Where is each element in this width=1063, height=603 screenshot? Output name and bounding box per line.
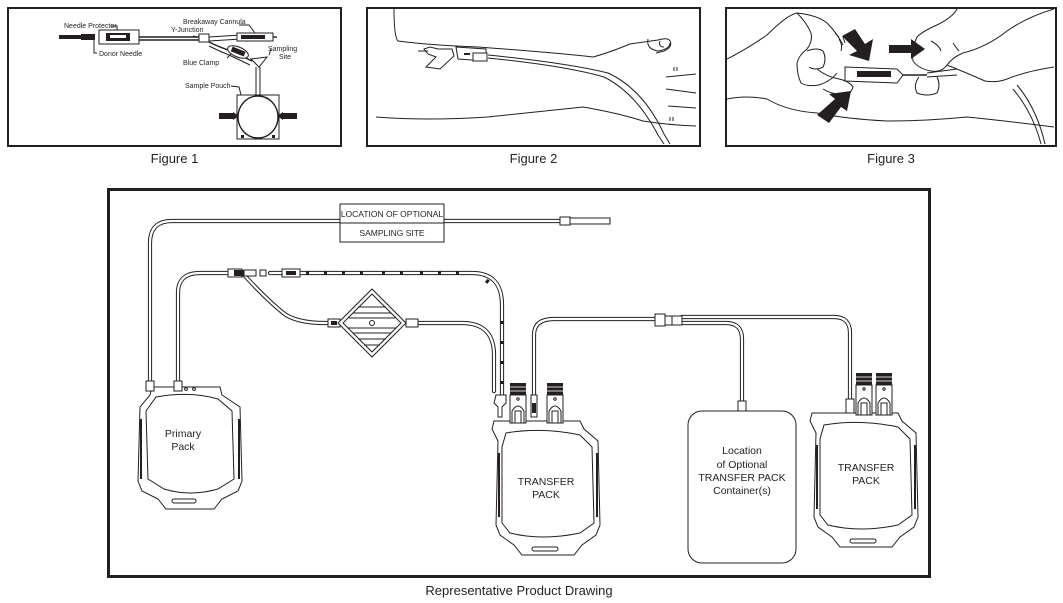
label-sample-pouch: Sample Pouch [185,83,231,90]
label-sampling-site-2: Site [279,54,291,61]
port-clamp-2 [546,383,564,424]
figure-2-frame [366,7,701,147]
sample-pouch [219,94,297,140]
figure-1-caption: Figure 1 [150,151,199,166]
label-donor-needle: Donor Needle [99,51,142,58]
needle-and-tape [423,46,455,70]
figure-3-frame [725,7,1057,147]
tubing [487,54,671,144]
port-clamp-1 [509,383,527,424]
transfer-pack-1-label-2: PACK [532,489,560,501]
optional-transfer-pack-container: Location of Optional TRANSFER PACK Conta… [687,400,797,564]
press-arrow-down-icon [842,29,873,61]
sampling-site-box-line2: SAMPLING SITE [359,228,425,238]
optional-sampling-site-box: LOCATION OF OPTIONAL SAMPLING SITE [339,203,445,243]
label-breakaway-cannula: Breakaway Cannula [183,19,246,26]
transfer-pack-1-label-1: TRANSFER [518,476,575,488]
optional-container-label-4: Container(s) [713,485,771,497]
sampling-site [249,56,269,68]
port-clamp-3 [855,373,873,416]
figure-3-caption: Figure 3 [867,151,915,166]
figure-3-illustration [727,9,1054,144]
label-blue-clamp: Blue Clamp [183,60,219,67]
optional-container-label-2: of Optional [717,459,768,471]
figure-2-illustration [375,9,697,144]
pull-arrow-right-icon [889,39,925,59]
port-clamp-4 [875,373,893,416]
press-arrow-up-icon [817,91,851,123]
y-junction [198,33,210,43]
label-needle-protector: Needle Protector [64,23,117,30]
product-drawing-caption: Representative Product Drawing [425,583,613,598]
sampling-site-box-line1: LOCATION OF OPTIONAL [341,209,444,219]
optional-container-label-3: TRANSFER PACK [698,472,785,484]
arm-outline [393,9,672,58]
primary-pack: Primary Pack [137,380,243,510]
figure-1-frame: Needle Protector Donor Needle Breakaway … [7,7,342,147]
tubing-network [147,218,853,406]
primary-pack-label-1: Primary [165,428,202,440]
tube-connectors [227,216,683,328]
transfer-pack-2: TRANSFER PACK [809,373,919,548]
label-sampling-site-1: Sampling [268,46,297,53]
transfer-pack-2-label-1: TRANSFER [838,462,895,474]
left-hand [796,12,838,87]
right-hand [912,9,1054,72]
figure-2-caption: Figure 2 [509,151,558,166]
optional-container-label-1: Location [722,445,762,457]
donor-needle [59,35,91,39]
forearm-outline [727,12,844,60]
primary-pack-label-2: Pack [171,441,195,453]
figure-1-illustration: Needle Protector Donor Needle Breakaway … [59,19,297,140]
product-drawing-illustration: LOCATION OF OPTIONAL SAMPLING SITE Prima… [137,203,919,564]
label-y-junction: Y-Junction [171,27,204,34]
product-drawing-frame: LOCATION OF OPTIONAL SAMPLING SITE Prima… [107,188,931,578]
leukocyte-filter [337,288,407,358]
transfer-pack-2-label-2: PACK [852,475,880,487]
tube-segment-marks [306,271,504,384]
transfer-pack-1: TRANSFER PACK [491,383,601,556]
